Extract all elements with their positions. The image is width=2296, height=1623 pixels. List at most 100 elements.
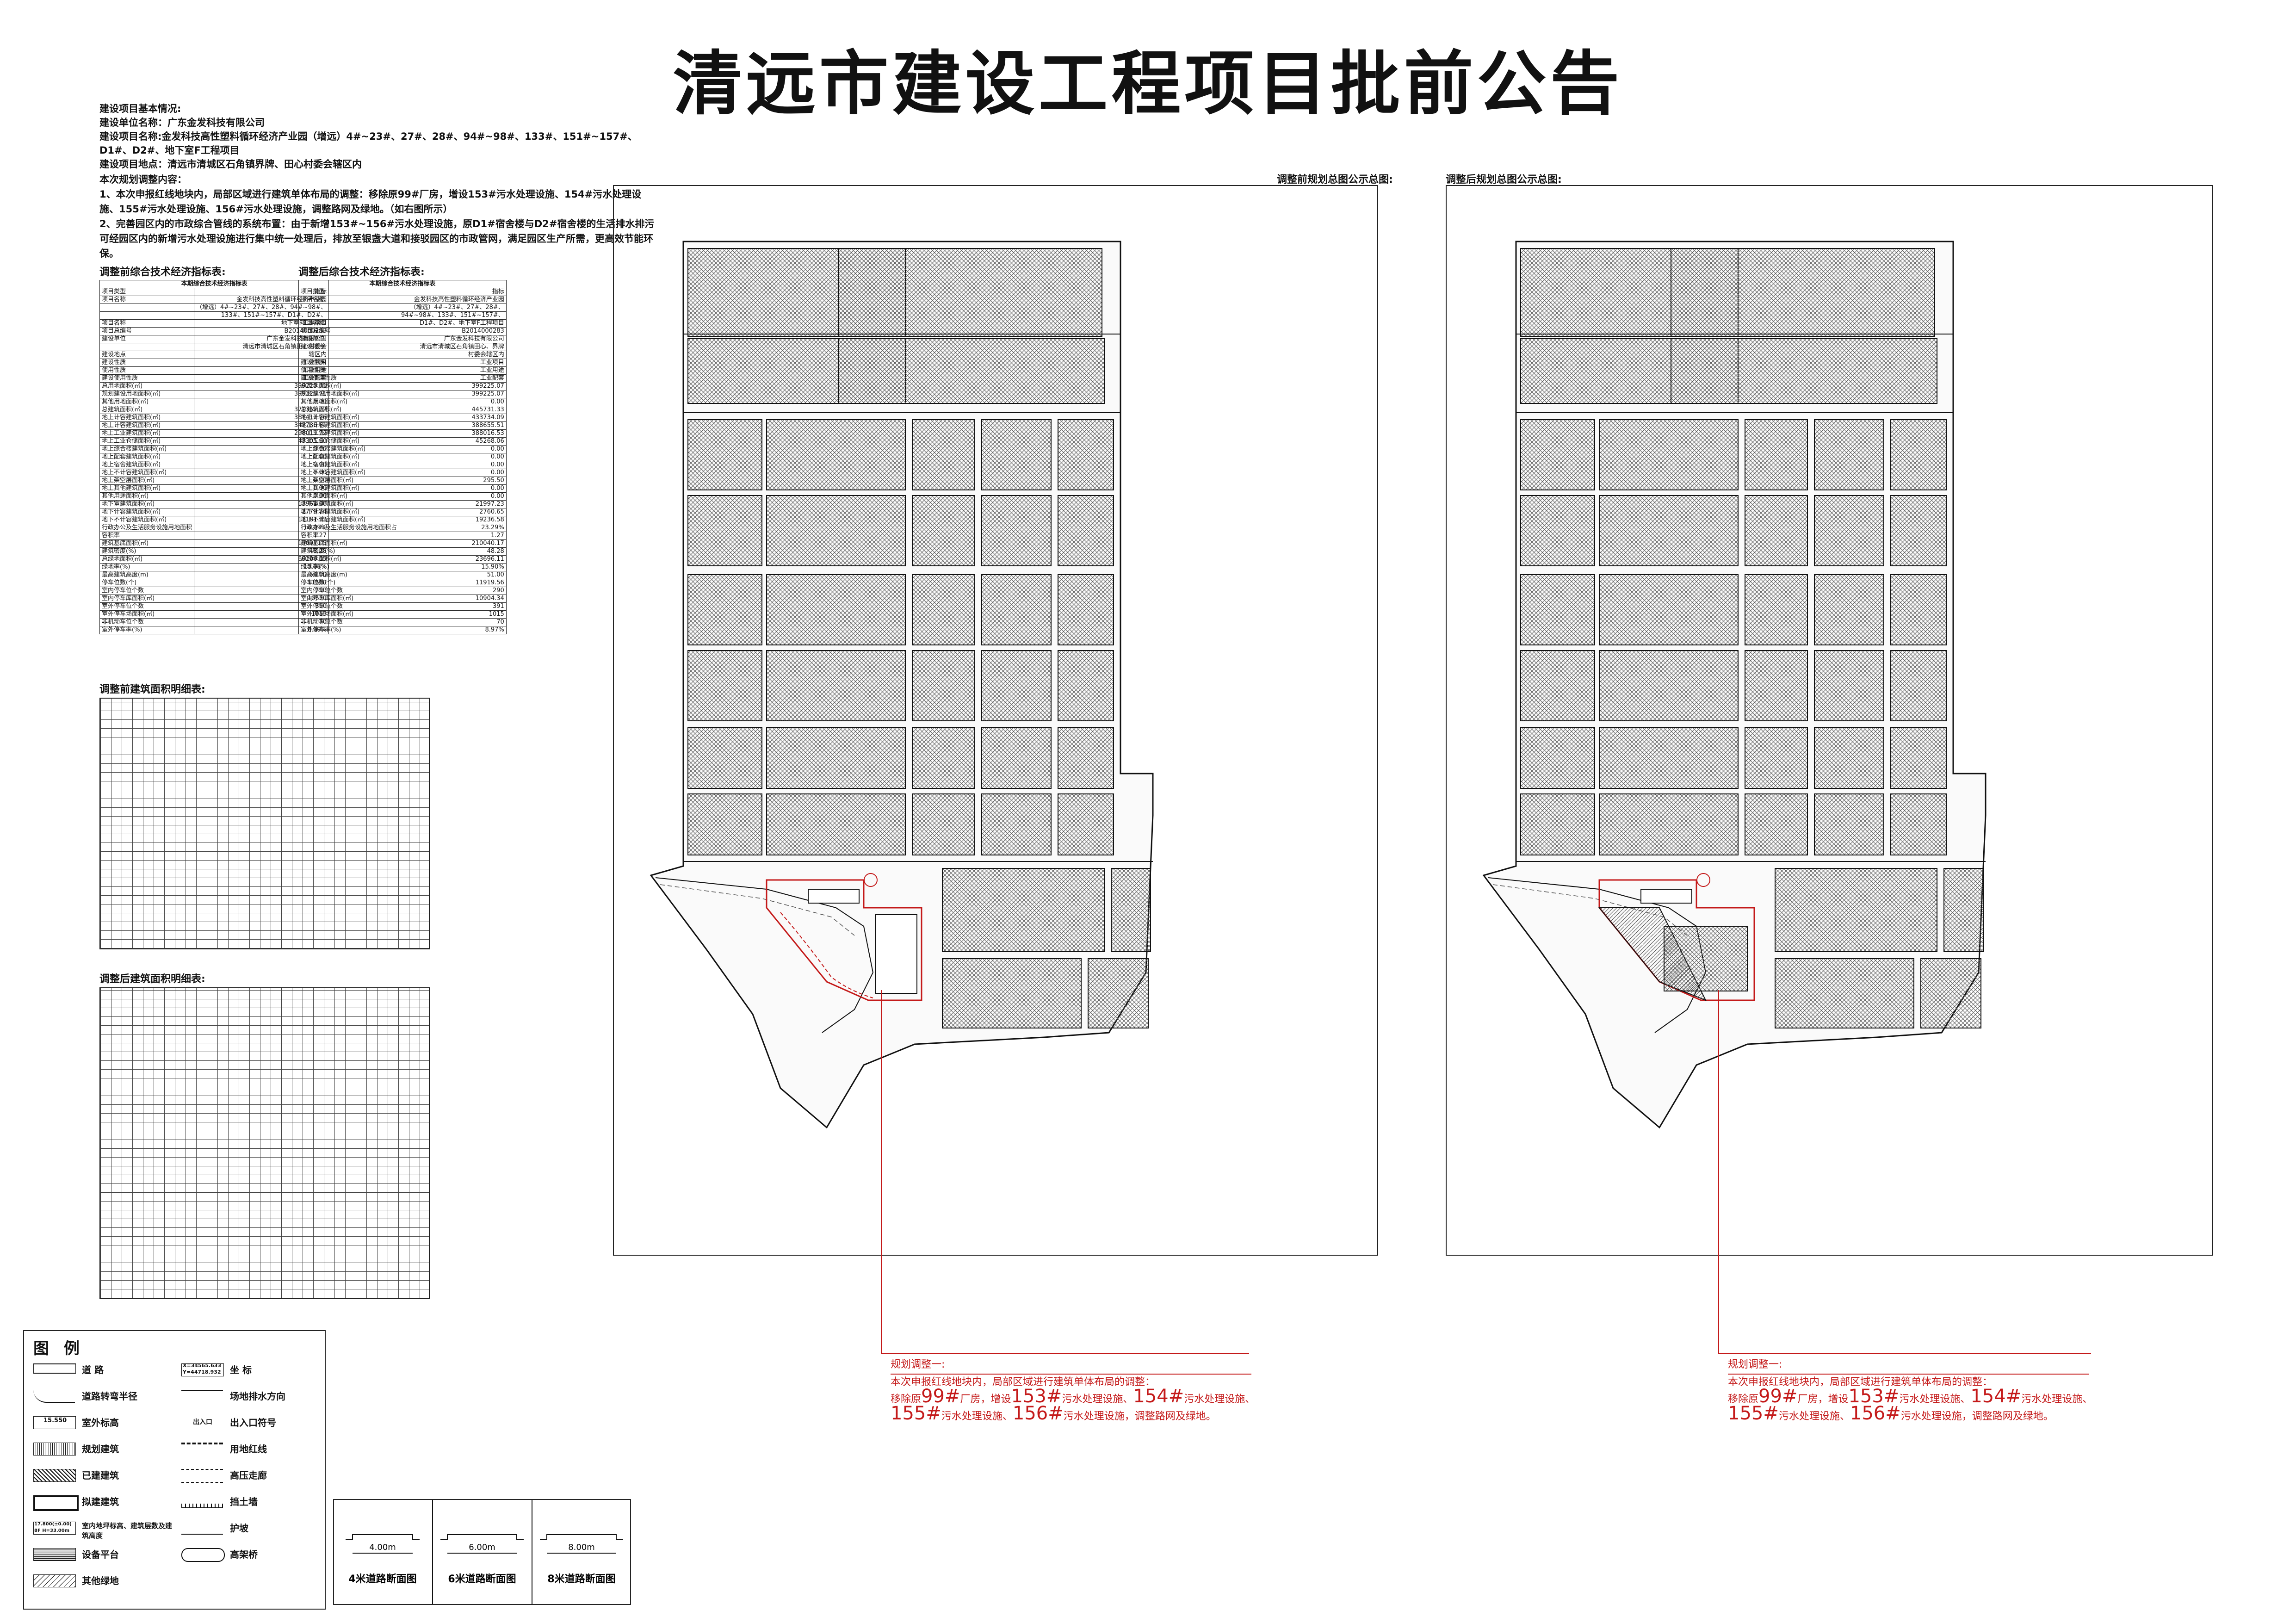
kv-item: 其他用途面积(㎡) [99, 492, 195, 501]
kv-row: 规划建设用地面积(㎡)399225.07 [298, 390, 507, 398]
kv-item: 地上计容建筑面积(㎡) [99, 414, 195, 422]
kv-row: （增远）4#~23#、27#、28#、94#~98#、 [99, 304, 329, 312]
kv-item: 室外停车率(%) [99, 626, 195, 634]
kv-item: 室内停车库面积(㎡) [99, 595, 195, 603]
kv-row: 地上综合楼建筑面积(㎡)0.00 [99, 445, 329, 453]
entrance-marker [864, 873, 878, 887]
adjust-info: 本次规划调整内容： 1、本次申报红线地块内，局部区域进行建筑单体布局的调整：移除… [99, 172, 655, 261]
building-block [912, 495, 975, 566]
kv-row: 地上不计容建筑面积(㎡)0.00 [99, 469, 329, 477]
kv-value: 0.00 [399, 484, 507, 493]
legend-sample-text: 出入口 [193, 1419, 212, 1426]
kv-item: 地上计容建筑面积(㎡) [99, 421, 195, 430]
building-block [1599, 495, 1739, 566]
kv-row: 建设地点辖区内 [99, 351, 329, 359]
kv-item: 总绿地面积(㎡) [298, 555, 400, 564]
building-block [1745, 495, 1808, 566]
building-block [1599, 650, 1739, 721]
kv-row: 地上综合楼建筑面积(㎡)0.00 [298, 445, 507, 453]
building-block [912, 650, 975, 721]
legend-symbol [33, 1443, 76, 1456]
kv-col-item: 项目类型 [298, 288, 400, 296]
building-block [766, 727, 906, 789]
legend-sample-text: 17.800(±0.00) [34, 1522, 72, 1527]
building-block [981, 793, 1052, 855]
building-block [1814, 650, 1884, 721]
note-line3: 155#污水处理设施、156#污水处理设施，调整路网及绿地。 [891, 1403, 1216, 1424]
kv-item: 室外停车率(%) [298, 626, 400, 634]
small-building [808, 889, 860, 904]
legend-label: 出入口符号 [230, 1417, 276, 1428]
kv-value: 0.00 [399, 398, 507, 406]
building-block [1745, 727, 1808, 789]
note-line2: 移除原99#厂房，增设153#污水处理设施、154#污水处理设施、 [891, 1386, 1256, 1407]
legend-symbol [33, 1548, 76, 1561]
building-block [1745, 574, 1808, 645]
building-block [1890, 419, 1947, 490]
kv-item: 使用性质 [99, 366, 195, 375]
kv-item: 地上工业建筑面积(㎡) [298, 429, 400, 438]
kv-item: 地上配套建筑面积(㎡) [298, 453, 400, 461]
kv-item: 地上其他建筑面积(㎡) [298, 484, 400, 493]
building-block [981, 419, 1052, 490]
building-block [942, 958, 1082, 1028]
kv-row: 地下室建筑面积(㎡)21997.23 [298, 500, 507, 508]
building-block [981, 727, 1052, 789]
before-plan-caption: 调整前规划总图公示总图: [1277, 174, 1393, 186]
building-block [1890, 727, 1947, 789]
building-block [1814, 419, 1884, 490]
road-section-drawings: 4.00m 6.00m 8.00m 4米道路断面图 6米道路断面图 8米道路断面… [346, 1500, 623, 1604]
kv-item: 地下室建筑面积(㎡) [99, 500, 195, 508]
building-block [1058, 574, 1114, 645]
building-block [1890, 574, 1947, 645]
info-project: 建设项目名称:金发科技高性塑料循环经济产业园（增远）4#~23#、27#、28#… [99, 131, 637, 156]
building-block [1520, 793, 1595, 855]
note-line1: 本次申报红线地块内，局部区域进行建筑单体布局的调整： [891, 1374, 1251, 1389]
kv-value: 清远市清城区石角镇田心、界牌 [399, 343, 507, 351]
kv-row: 停车位数(个)11919.56 [298, 579, 507, 587]
building-block [1775, 868, 1937, 952]
building-block [1058, 495, 1114, 566]
building-block [1671, 248, 1935, 337]
legend-label: 规划建筑 [82, 1443, 119, 1455]
kv-item: 地下不计容建筑面积(㎡) [298, 516, 400, 524]
kv-row: 建筑基底面积(㎡)210040.17 [298, 539, 507, 548]
legend-symbol [33, 1495, 79, 1511]
kv-row: 建设性质工业项目 [298, 359, 507, 367]
building-block [1814, 574, 1884, 645]
legend-symbol [33, 1522, 76, 1535]
kv-item: 总建筑面积(㎡) [99, 406, 195, 414]
kv-item: 项目总编号 [298, 327, 400, 335]
red-boundary [780, 912, 873, 998]
kv-item: 地上综合楼建筑面积(㎡) [99, 445, 195, 453]
building-99 [875, 914, 917, 994]
kv-row: 项目名称金发科技高性塑料循环经济产业园 [99, 296, 329, 304]
kv-item: 项目名称 [99, 296, 195, 304]
note-line2: 移除原99#厂房，增设153#污水处理设施、154#污水处理设施、 [1728, 1386, 2093, 1407]
building-block [687, 495, 762, 566]
building-block [1520, 727, 1595, 789]
building-block [687, 574, 762, 645]
note-line3: 155#污水处理设施、156#污水处理设施，调整路网及绿地。 [1728, 1403, 2054, 1424]
building-block [1745, 419, 1808, 490]
kv-row: 地下不计容建筑面积(㎡)19236.58 [298, 516, 507, 524]
legend-symbol [33, 1416, 76, 1429]
building-block [1599, 727, 1739, 789]
kv-item: 地上架空层面积(㎡) [99, 477, 195, 485]
kv-value: 10904.34 [399, 595, 507, 603]
after-list-title: 调整后建筑面积明细表: [99, 973, 205, 985]
building-block [1111, 868, 1151, 952]
after-area-table [99, 987, 430, 1299]
legend-label: 其他绿地 [82, 1575, 119, 1586]
legend-label: 挡土墙 [230, 1496, 258, 1507]
kv-value: 48.28 [399, 547, 507, 556]
building-block [687, 650, 762, 721]
section-label-8: 8米道路断面图 [547, 1573, 615, 1585]
before-plan-frame [613, 185, 1378, 1256]
kv-row: 室外停车率(%)8.97% [298, 626, 507, 634]
before-table-title: 调整前综合技术经济指标表: [99, 266, 226, 278]
kv-row: 地上架空层面积(㎡)0.00 [99, 477, 329, 485]
road-sections: 4.00m 6.00m 8.00m 4米道路断面图 6米道路断面图 8米道路断面… [333, 1499, 631, 1605]
building-block [687, 793, 762, 855]
